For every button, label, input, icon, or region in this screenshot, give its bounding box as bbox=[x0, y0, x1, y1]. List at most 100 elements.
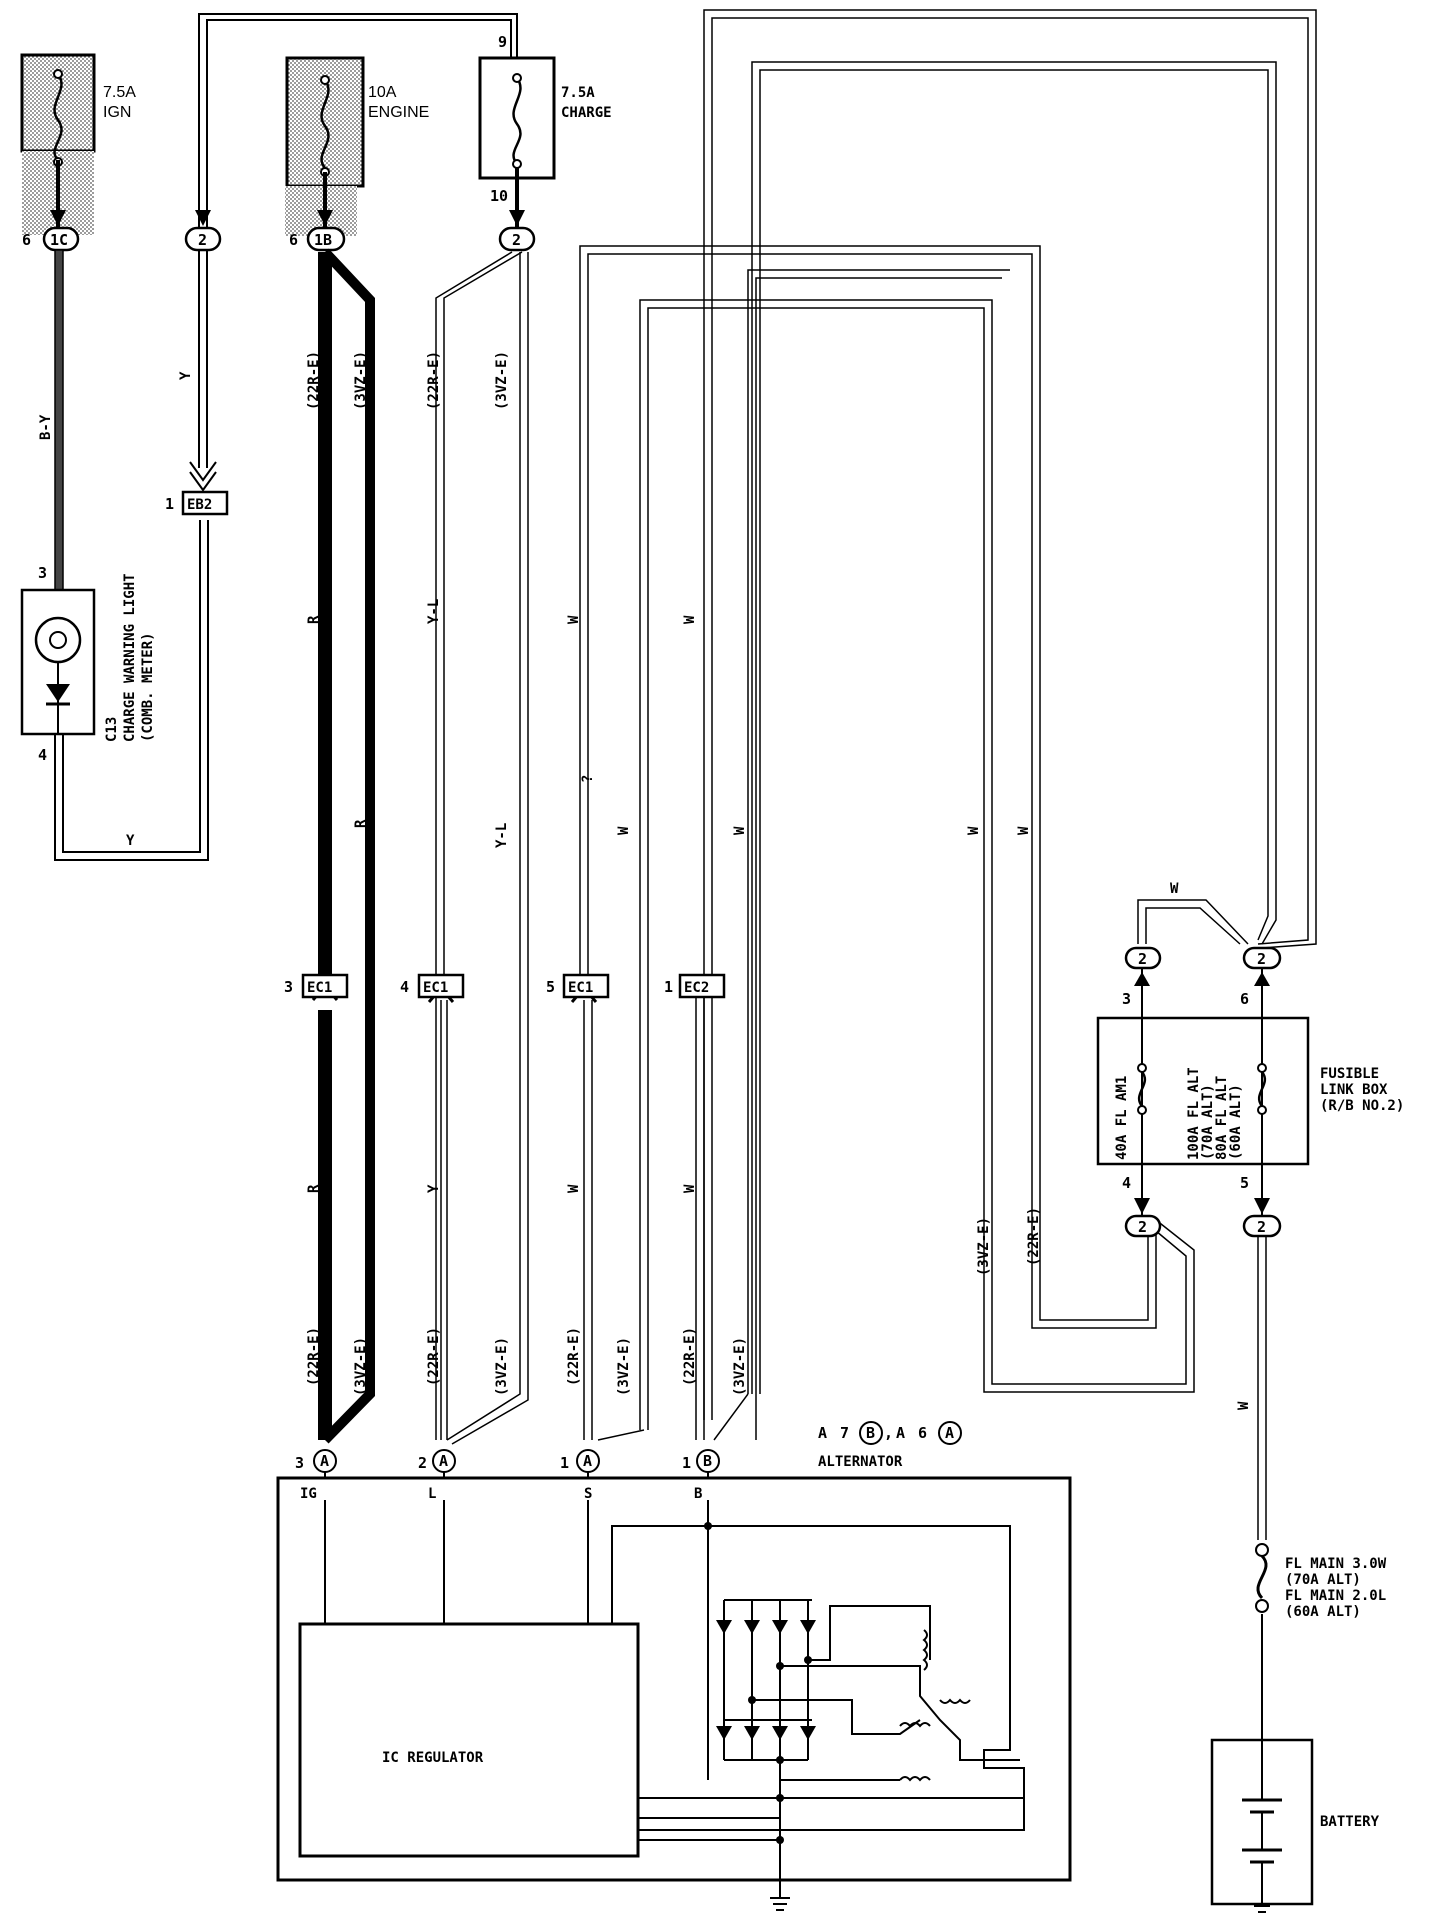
connector-ec2-1: EC2 1 bbox=[664, 973, 726, 999]
svg-text:2: 2 bbox=[418, 1454, 427, 1472]
svg-text:B: B bbox=[703, 1452, 712, 1470]
connector-ec2-1-pin: 1 bbox=[664, 978, 673, 996]
svg-text:2: 2 bbox=[1257, 950, 1266, 968]
wire-label-yl2: Y-L bbox=[494, 823, 510, 848]
connector-1b-code: 1B bbox=[314, 231, 332, 249]
by-wire: B-Y bbox=[38, 249, 64, 591]
wire-label-w7: W bbox=[966, 826, 982, 835]
r-wire bbox=[311, 248, 375, 1444]
svg-text:(60A ALT): (60A ALT) bbox=[1285, 1604, 1361, 1620]
wire-label-q: ? bbox=[580, 775, 596, 783]
svg-text:3: 3 bbox=[295, 1454, 304, 1472]
warning-light-line2: (COMB. METER) bbox=[140, 632, 156, 742]
alternator-label: ALTERNATOR bbox=[818, 1454, 903, 1470]
alternator-body: IG L S B IC REGULATOR bbox=[276, 1472, 1072, 1911]
wire-label-w6: W bbox=[682, 1184, 698, 1193]
wire-label-r3: R bbox=[306, 1184, 322, 1193]
connector-flb-3: 2 3 bbox=[1122, 946, 1162, 1008]
svg-text:(3VZ-E): (3VZ-E) bbox=[494, 1337, 510, 1396]
wire-label-w9: W bbox=[1170, 881, 1179, 897]
svg-text:2: 2 bbox=[1138, 1218, 1147, 1236]
yl-wire bbox=[427, 251, 529, 1445]
variant-labels: (22R-E) (3VZ-E) (22R-E) (3VZ-E) (22R-E) … bbox=[306, 351, 1042, 1396]
connector-ec1-3-pin: 3 bbox=[284, 978, 293, 996]
ign-fuse-name: IGN bbox=[103, 104, 131, 121]
connector-ec1-4-code: EC1 bbox=[423, 980, 448, 996]
svg-text:6: 6 bbox=[1240, 990, 1249, 1008]
connector-eb2-pin: 1 bbox=[165, 495, 174, 513]
svg-text:FL MAIN 2.0L: FL MAIN 2.0L bbox=[1285, 1588, 1386, 1604]
connector-flb-6: 2 6 bbox=[1240, 946, 1282, 1008]
svg-text:(70A ALT): (70A ALT) bbox=[1200, 1084, 1216, 1160]
wire-label-w3: W bbox=[616, 826, 632, 835]
svg-text:IG: IG bbox=[300, 1486, 317, 1502]
connector-ec1-5-pin: 5 bbox=[546, 978, 555, 996]
svg-text:1: 1 bbox=[560, 1454, 569, 1472]
charge-fuse: 9 10 7.5A CHARGE bbox=[478, 33, 612, 205]
connector-1c-code: 1C bbox=[50, 231, 68, 249]
svg-text:(22R-E): (22R-E) bbox=[306, 1327, 322, 1386]
wire-label-w5: W bbox=[566, 1184, 582, 1193]
svg-text:,: , bbox=[884, 1424, 893, 1442]
wire-label-y3: Y bbox=[426, 1184, 442, 1193]
flb-left-fuse: 40A FL AM1 bbox=[1114, 1076, 1130, 1160]
svg-text:3: 3 bbox=[1122, 990, 1131, 1008]
fl-main-fuse: FL MAIN 3.0W (70A ALT) FL MAIN 2.0L (60A… bbox=[1255, 1543, 1387, 1620]
connector-flb-5: 2 5 bbox=[1240, 1174, 1282, 1238]
svg-text:1: 1 bbox=[682, 1454, 691, 1472]
svg-text:6: 6 bbox=[918, 1424, 927, 1442]
wire-label-by: B-Y bbox=[38, 414, 54, 440]
svg-text:(22R-E): (22R-E) bbox=[426, 1327, 442, 1386]
connector-flb-4: 2 4 bbox=[1122, 1174, 1162, 1238]
svg-text:(3VZ-E): (3VZ-E) bbox=[353, 351, 369, 410]
svg-text:7: 7 bbox=[840, 1424, 849, 1442]
wire-label-w8: W bbox=[1016, 826, 1032, 835]
connector-ec1-5-code: EC1 bbox=[568, 980, 593, 996]
ign-fuse-rating: 7.5A bbox=[103, 84, 136, 101]
wire-label-r2: R bbox=[353, 819, 369, 828]
svg-text:(22R-E): (22R-E) bbox=[306, 351, 322, 410]
svg-text:B: B bbox=[866, 1424, 875, 1442]
svg-text:A: A bbox=[439, 1452, 448, 1470]
svg-text:S: S bbox=[584, 1486, 592, 1502]
connector-2b-code: 2 bbox=[512, 231, 521, 249]
svg-text:2: 2 bbox=[1138, 950, 1147, 968]
connector-ec1-3-code: EC1 bbox=[307, 980, 332, 996]
w-wires bbox=[570, 9, 1317, 1441]
connector-1c-pin: 6 bbox=[22, 231, 31, 249]
connector-ec1-5: EC1 5 bbox=[546, 973, 610, 999]
connector-eb2-code: EB2 bbox=[187, 497, 212, 513]
warning-light-line1: CHARGE WARNING LIGHT bbox=[122, 573, 138, 742]
connector-1b: 1B 6 bbox=[289, 172, 346, 252]
charge-fuse-pin-out: 10 bbox=[490, 187, 508, 205]
wire-label-y-top: Y bbox=[178, 371, 194, 380]
flb-title-1: FUSIBLE bbox=[1320, 1066, 1379, 1082]
svg-text:L: L bbox=[428, 1486, 436, 1502]
battery: BATTERY bbox=[1210, 1738, 1380, 1906]
wire-label-w2: W bbox=[682, 615, 698, 624]
battery-label: BATTERY bbox=[1320, 1814, 1380, 1830]
connector-2a: 2 bbox=[184, 210, 222, 252]
connector-1b-pin: 6 bbox=[289, 231, 298, 249]
svg-text:100A FL ALT: 100A FL ALT bbox=[1186, 1067, 1202, 1160]
engine-fuse-rating: 10A bbox=[368, 84, 397, 101]
svg-text:(70A ALT): (70A ALT) bbox=[1285, 1572, 1361, 1588]
connector-2a-code: 2 bbox=[198, 231, 207, 249]
connector-2b: 2 bbox=[498, 168, 536, 252]
charge-fuse-rating: 7.5A bbox=[561, 85, 595, 101]
svg-text:FL MAIN 3.0W: FL MAIN 3.0W bbox=[1285, 1556, 1387, 1572]
svg-text:4: 4 bbox=[1122, 1174, 1131, 1192]
svg-text:(3VZ-E): (3VZ-E) bbox=[732, 1337, 748, 1396]
connector-ec1-3: EC1 3 bbox=[284, 973, 349, 999]
top-loop-wire bbox=[198, 13, 518, 228]
flb-title-2: LINK BOX bbox=[1320, 1082, 1388, 1098]
svg-text:(22R-E): (22R-E) bbox=[426, 351, 442, 410]
warning-light-code: C13 bbox=[104, 717, 120, 742]
engine-fuse-name: ENGINE bbox=[368, 104, 429, 121]
svg-text:80A FL ALT: 80A FL ALT bbox=[1214, 1076, 1230, 1160]
svg-text:A: A bbox=[945, 1424, 954, 1442]
warning-light-pin-top: 3 bbox=[38, 564, 47, 582]
flb-title-3: (R/B NO.2) bbox=[1320, 1098, 1404, 1114]
svg-text:(3VZ-E): (3VZ-E) bbox=[494, 351, 510, 410]
